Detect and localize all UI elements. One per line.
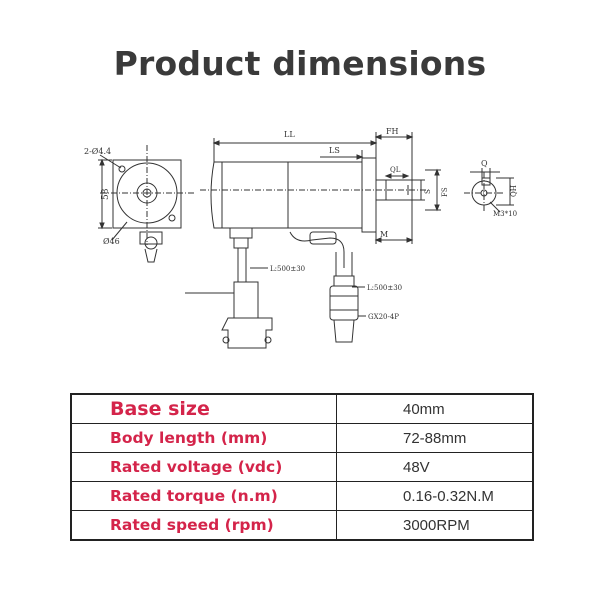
spec-label: Rated speed (rpm) [70, 510, 337, 541]
page-title: Product dimensions [113, 44, 487, 83]
spec-table: Base size 40mm Body length (mm) 72-88mm … [70, 393, 534, 541]
side-view [185, 132, 441, 349]
label-cable-length-2: L:500±30 [367, 284, 402, 292]
label-qh: QH [510, 185, 518, 197]
label-fh: FH [386, 127, 399, 136]
label-thread: M3*10 [493, 210, 517, 218]
mount-hole-icon [168, 214, 176, 222]
label-connector: GX20-4P [368, 313, 399, 321]
label-q: Q [481, 159, 488, 168]
mount-hole-icon [118, 165, 126, 173]
encoder-connector [233, 281, 259, 319]
spec-value: 48V [336, 452, 534, 482]
shaft-end-view [464, 168, 514, 213]
label-fs: FS [441, 187, 449, 197]
spec-label: Rated torque (n.m) [70, 481, 337, 511]
label-s: S [424, 189, 432, 194]
spec-value: 40mm [336, 393, 534, 424]
spec-value: 3000RPM [336, 510, 534, 541]
table-row: Rated torque (n.m) 0.16-0.32N.M [70, 481, 534, 511]
table-row: Rated speed (rpm) 3000RPM [70, 510, 534, 541]
label-pilot: Ø46 [103, 237, 120, 246]
front-view [98, 145, 195, 263]
spec-value: 0.16-0.32N.M [336, 481, 534, 511]
table-row: Base size 40mm [70, 393, 534, 424]
table-row: Rated voltage (vdc) 48V [70, 452, 534, 482]
label-height: 58 [101, 188, 111, 200]
power-connector [329, 285, 359, 321]
motor-body [210, 161, 363, 229]
label-cable-length-1: L:500±30 [270, 265, 305, 273]
spec-value: 72-88mm [336, 423, 534, 453]
spec-label: Base size [70, 393, 337, 424]
label-ll: LL [284, 130, 295, 139]
spec-label: Body length (mm) [70, 423, 337, 453]
motor-flange [361, 157, 377, 233]
spec-label: Rated voltage (vdc) [70, 452, 337, 482]
label-ql: QL [390, 166, 401, 174]
label-holes: 2-Ø4.4 [84, 147, 111, 156]
label-m: M [380, 230, 388, 239]
dimension-drawing: 2-Ø4.4 58 Ø46 LL FH LS QL S FS M L:500±3… [84, 127, 518, 349]
table-row: Body length (mm) 72-88mm [70, 423, 534, 453]
label-ls: LS [329, 146, 340, 155]
